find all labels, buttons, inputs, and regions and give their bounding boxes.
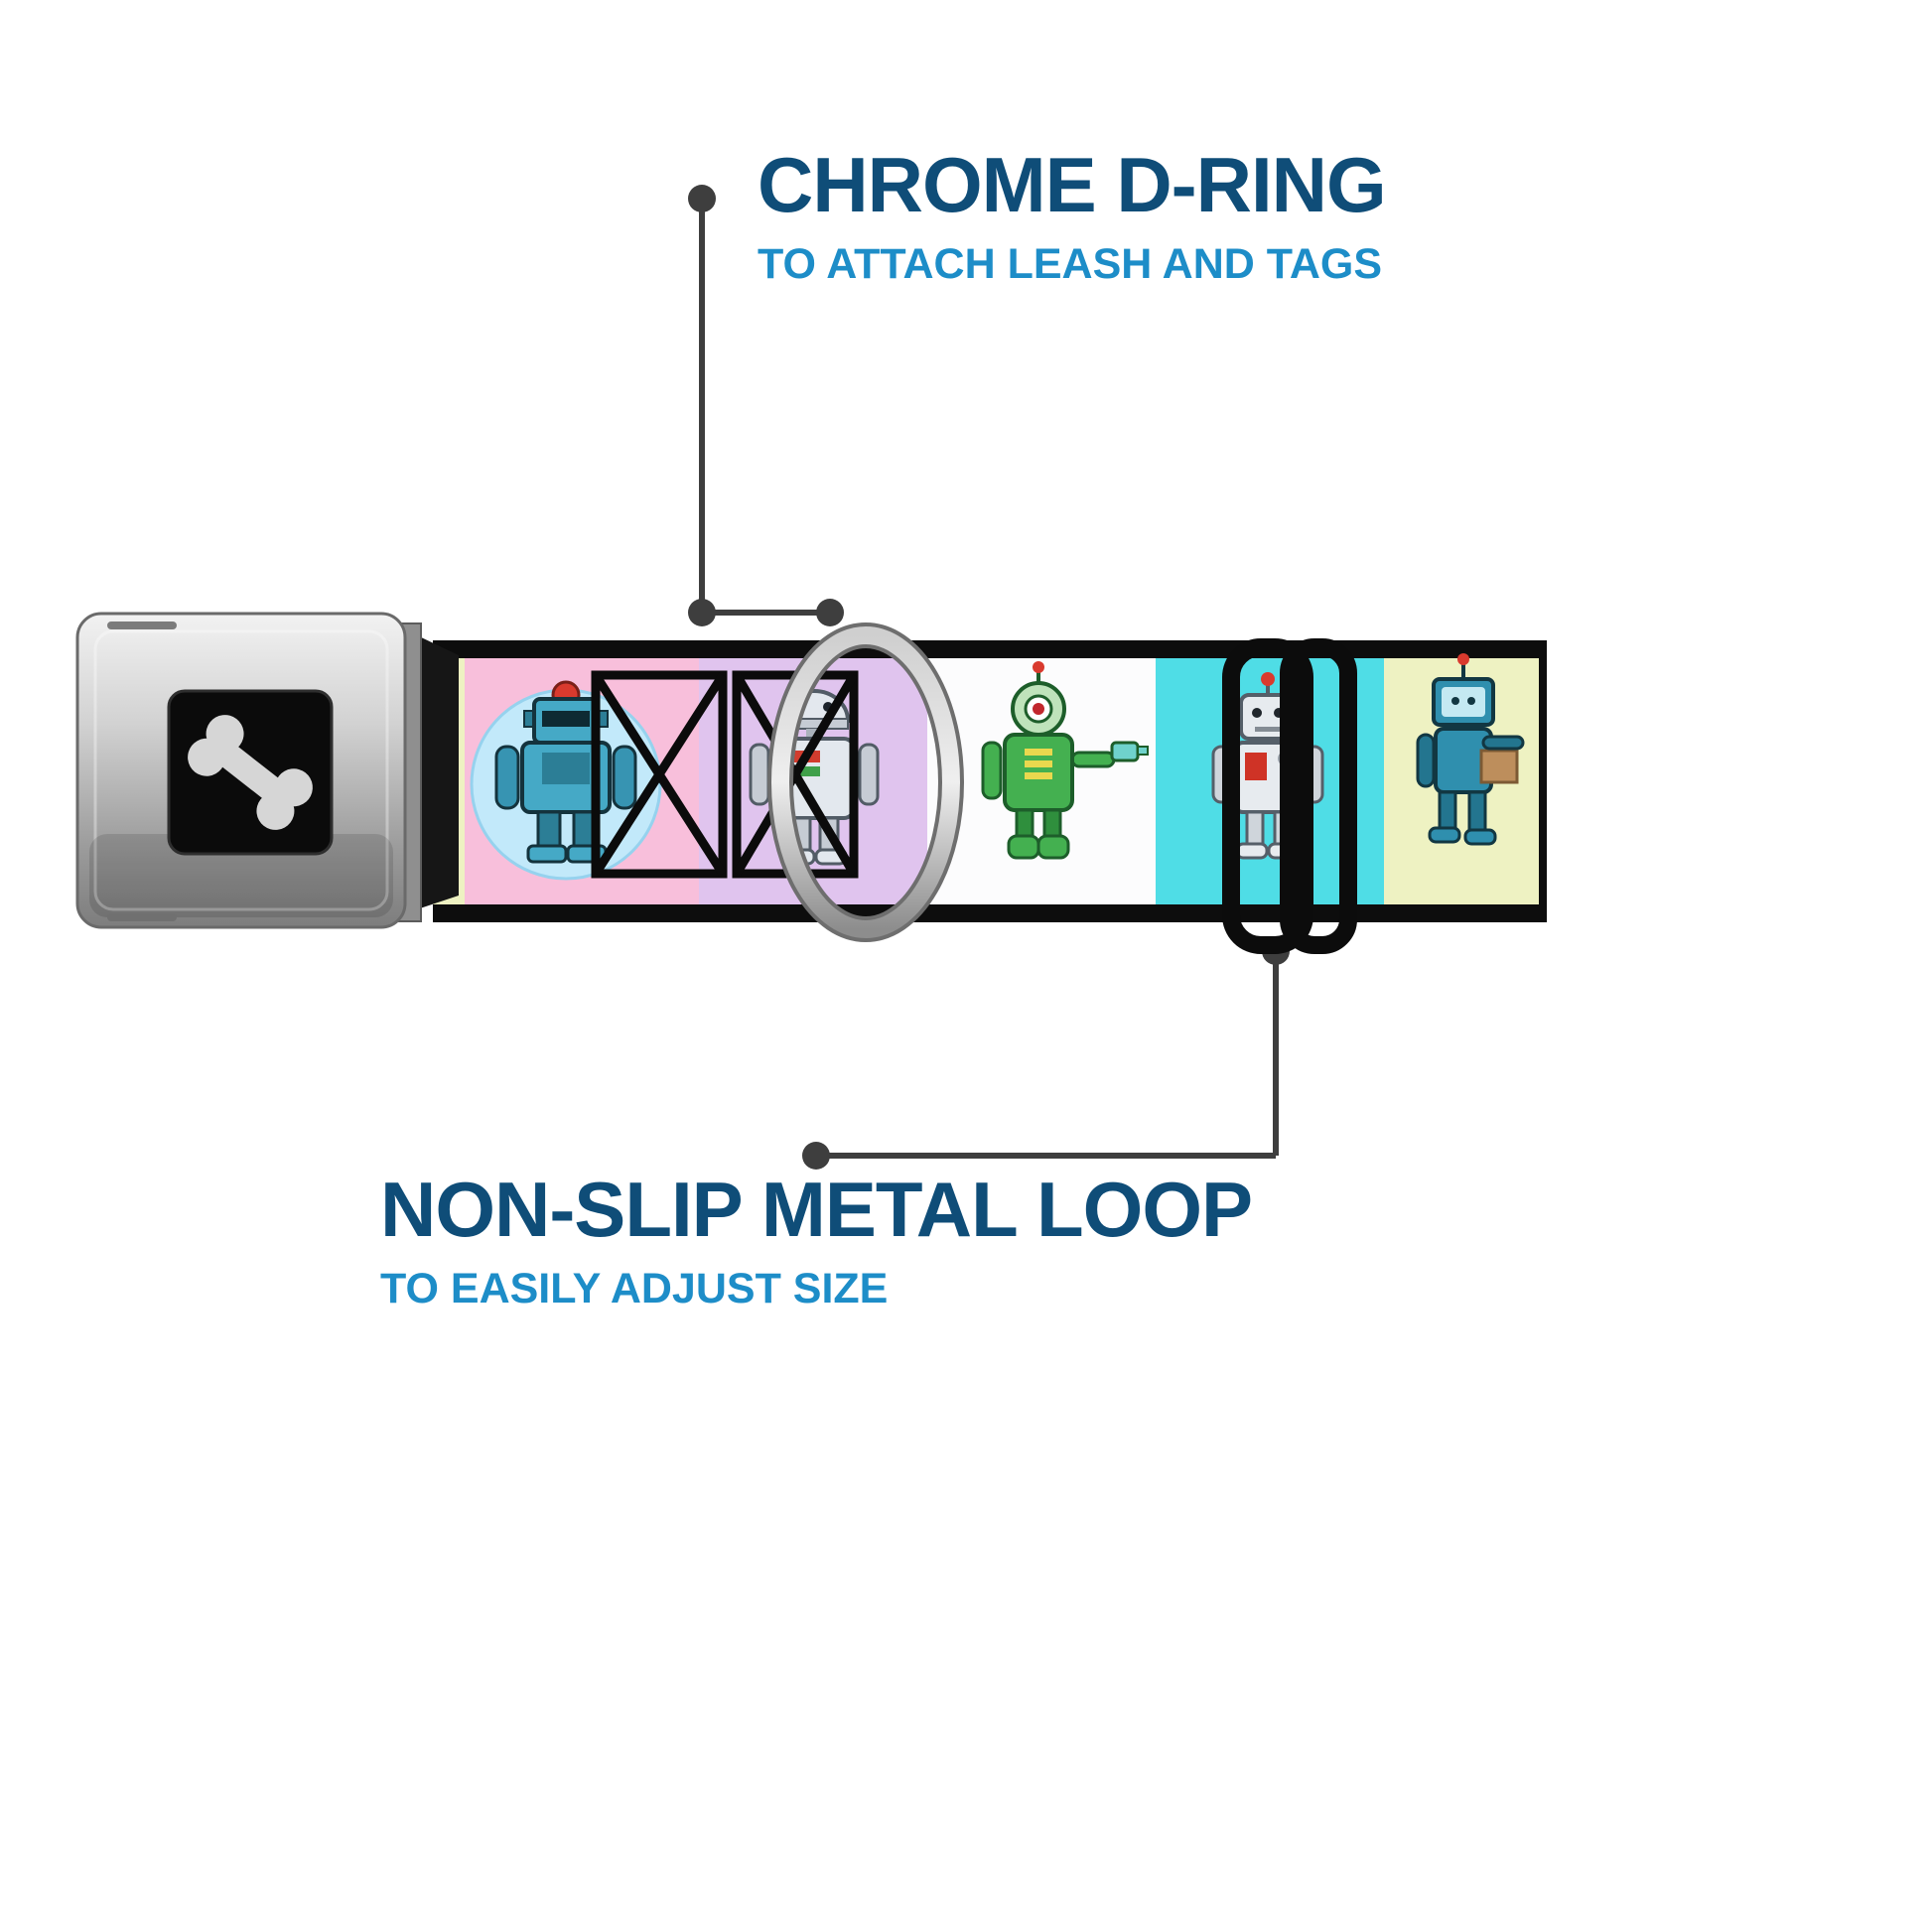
buckle-clasp bbox=[417, 635, 459, 909]
callout-title: NON-SLIP METAL LOOP bbox=[380, 1166, 1253, 1253]
callout-subtitle: TO ATTACH LEASH AND TAGS bbox=[758, 239, 1383, 288]
d-ring bbox=[767, 622, 964, 942]
connector-dot bbox=[688, 599, 716, 626]
connector-dot bbox=[688, 185, 716, 212]
connector-bottom bbox=[802, 937, 1290, 1170]
callout-title: CHROME D-RING bbox=[758, 141, 1387, 228]
metal-loop-slider bbox=[1222, 638, 1357, 954]
callout-non-slip-metal-loop: NON-SLIP METAL LOOP TO EASILY ADJUST SIZ… bbox=[380, 1166, 1253, 1313]
robot-blue bbox=[470, 680, 662, 881]
seatbelt-buckle bbox=[75, 612, 459, 929]
callout-chrome-d-ring: CHROME D-RING TO ATTACH LEASH AND TAGS bbox=[758, 141, 1387, 289]
callout-subtitle: TO EASILY ADJUST SIZE bbox=[380, 1264, 889, 1312]
connector-top bbox=[688, 185, 844, 626]
robot-tv-head bbox=[1416, 653, 1525, 846]
connector-dot bbox=[802, 1142, 830, 1170]
robot-green-cyclops bbox=[981, 661, 1149, 860]
connector-dot bbox=[816, 599, 844, 626]
dog-bone-icon bbox=[188, 715, 313, 830]
